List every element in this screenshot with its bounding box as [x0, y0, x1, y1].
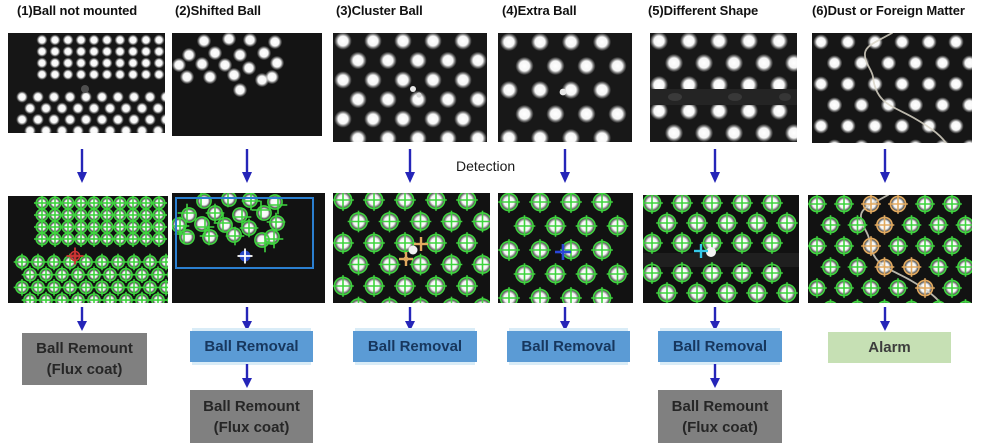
action-box-ball-removal: Ball Removal: [507, 331, 630, 362]
action-box-ball-removal: Ball Removal: [353, 331, 477, 362]
down-arrow-icon: [242, 149, 252, 183]
column-dust-foreign-matter: (6)Dust or Foreign Matter Alarm: [808, 0, 972, 448]
defect-title-4: (4)Extra Ball: [502, 3, 577, 18]
down-arrow-icon: [405, 307, 415, 331]
defect-title-5: (5)Different Shape: [648, 3, 759, 18]
defect-title-1: (1)Ball not mounted: [17, 3, 138, 18]
action-label: Ball Removal: [367, 338, 463, 355]
defect-title-3: (3)Cluster Ball: [336, 3, 423, 18]
action-box-ball-remount: Ball Remount (Flux coat): [190, 390, 313, 443]
action-label: Ball Removal: [672, 338, 768, 355]
detection-result-photo-6: [808, 195, 972, 303]
down-arrow-icon: [560, 307, 570, 331]
detection-result-photo-4: [498, 193, 633, 303]
defect-title-2: (2)Shifted Ball: [175, 3, 261, 18]
ball-grid-photo-1: [8, 33, 165, 133]
action-box-ball-remount: Ball Remount (Flux coat): [658, 390, 782, 443]
action-sublabel: (Flux coat): [682, 418, 758, 436]
column-ball-not-mounted: (1)Ball not mounted Ball Remount (Flux c…: [8, 0, 168, 448]
action-box-ball-removal: Ball Removal: [190, 331, 313, 362]
action-label: Ball Remount: [203, 397, 300, 415]
action-label: Ball Removal: [521, 338, 616, 355]
down-arrow-icon: [242, 307, 252, 331]
action-label: Ball Remount: [671, 397, 769, 415]
detection-result-photo-3: [333, 193, 490, 303]
ball-grid-photo-2: [172, 33, 322, 136]
detection-label: Detection: [456, 158, 516, 174]
ball-grid-photo-3: [333, 33, 487, 142]
down-arrow-icon: [710, 364, 720, 388]
down-arrow-icon: [405, 149, 415, 183]
ball-grid-photo-4: [498, 33, 632, 142]
action-label: Ball Remount: [36, 340, 133, 357]
action-box-alarm: Alarm: [828, 332, 951, 363]
down-arrow-icon: [880, 307, 890, 331]
action-label: Alarm: [868, 339, 911, 356]
action-sublabel: (Flux coat): [46, 361, 123, 378]
ball-grid-photo-6: [812, 33, 972, 143]
detection-result-photo-2: [172, 193, 325, 303]
down-arrow-icon: [242, 364, 252, 388]
down-arrow-icon: [710, 307, 720, 331]
column-shifted-ball: (2)Shifted Ball Ball Removal Ball Remoun…: [172, 0, 325, 448]
detection-result-photo-5: [643, 195, 799, 303]
column-extra-ball: (4)Extra Ball Ball Removal: [498, 0, 633, 448]
action-sublabel: (Flux coat): [213, 418, 290, 436]
down-arrow-icon: [710, 149, 720, 183]
column-cluster-ball: (3)Cluster Ball Ball Removal: [333, 0, 490, 448]
detection-result-photo-1: [8, 196, 168, 303]
action-box-ball-remount: Ball Remount (Flux coat): [22, 333, 147, 385]
down-arrow-icon: [77, 149, 87, 183]
down-arrow-icon: [77, 307, 87, 331]
down-arrow-icon: [880, 149, 890, 183]
down-arrow-icon: [560, 149, 570, 183]
action-box-ball-removal: Ball Removal: [658, 331, 782, 362]
defect-title-6: (6)Dust or Foreign Matter: [812, 3, 965, 18]
column-different-shape: (5)Different Shape Ball Removal Ball Rem…: [641, 0, 799, 448]
ball-grid-photo-5: [650, 33, 797, 142]
action-label: Ball Removal: [204, 338, 299, 355]
